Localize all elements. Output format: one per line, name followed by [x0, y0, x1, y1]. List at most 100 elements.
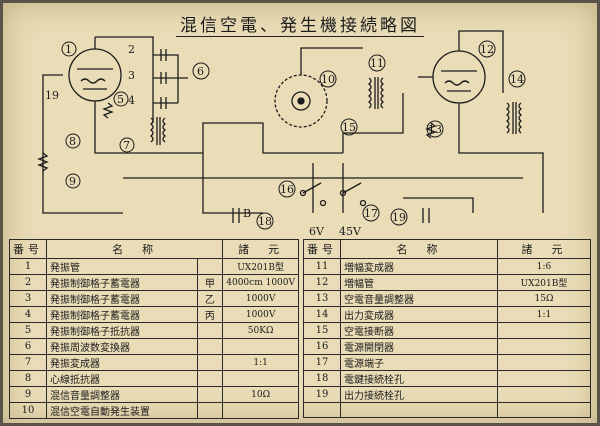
svg-text:19: 19	[45, 89, 59, 102]
part-name: 電鍵接続栓孔	[340, 370, 498, 387]
part-variant: 乙	[196, 290, 224, 307]
part-spec	[497, 354, 591, 371]
part-spec: UX201B型	[497, 274, 591, 291]
part-name: 発振管	[46, 258, 198, 275]
header-number-left: 番号	[9, 239, 47, 259]
svg-text:1: 1	[65, 43, 72, 56]
part-variant	[196, 338, 224, 355]
transformer-7	[149, 117, 167, 145]
resistor-5	[102, 102, 114, 119]
part-variant	[196, 370, 224, 387]
part-name: 電源開閉器	[340, 338, 498, 355]
part-spec: 1000V	[222, 290, 299, 307]
part-name: 出力接続栓孔	[340, 386, 498, 403]
row-number: 3	[9, 290, 47, 307]
svg-text:5: 5	[117, 93, 124, 106]
part-variant	[196, 322, 224, 339]
row-number: 11	[303, 258, 341, 275]
part-spec	[497, 386, 591, 403]
header-spec-right: 諸 元	[497, 239, 591, 259]
jack-18	[232, 208, 240, 223]
row-number: 10	[9, 402, 47, 419]
part-spec	[222, 370, 299, 387]
row-number: 8	[9, 370, 47, 387]
part-variant	[196, 386, 224, 403]
rotary-generator-10	[274, 65, 328, 128]
part-name: 電源端子	[340, 354, 498, 371]
part-name: 混信音量調整器	[46, 386, 198, 403]
circuit-board-sheet: 混信空電、発生機接続略図	[3, 3, 597, 423]
component-number-labels: 1 2 3 4 5 6 7 8 9 10 11 12 13 14 15 16 1…	[45, 40, 526, 238]
part-spec: 10Ω	[222, 386, 299, 403]
svg-text:11: 11	[370, 57, 384, 70]
part-name: 空電音量調整器	[340, 290, 498, 307]
svg-text:8: 8	[69, 135, 76, 148]
amplifier-tube-12	[432, 39, 486, 104]
svg-text:13: 13	[428, 123, 442, 136]
row-number: 19	[303, 386, 341, 403]
part-spec	[497, 370, 591, 387]
svg-text:14: 14	[510, 73, 524, 86]
svg-text:7: 7	[123, 139, 130, 152]
part-spec: 1:1	[222, 354, 299, 371]
diagram-title: 混信空電、発生機接続略図	[3, 11, 597, 37]
part-name: 発振制御格子抵抗器	[46, 322, 198, 339]
svg-text:12: 12	[480, 43, 494, 56]
part-name: 発振周波数変換器	[46, 338, 198, 355]
svg-text:17: 17	[364, 207, 378, 220]
part-spec	[497, 322, 591, 339]
switch-17	[339, 182, 367, 207]
row-number: 12	[303, 274, 341, 291]
capacitors-2-3-4	[160, 49, 167, 109]
transformer-11	[367, 77, 385, 109]
diagram-title-text: 混信空電、発生機接続略図	[176, 16, 424, 37]
resistor-13	[425, 122, 437, 139]
svg-text:6: 6	[197, 65, 204, 78]
part-name: 空電接断器	[340, 322, 498, 339]
part-spec: 50KΩ	[222, 322, 299, 339]
row-number: 4	[9, 306, 47, 323]
part-name: 心線抵抗器	[46, 370, 198, 387]
svg-text:15: 15	[342, 121, 356, 134]
part-spec	[497, 338, 591, 355]
part-name: 発振変成器	[46, 354, 198, 371]
table-row-empty	[303, 402, 591, 418]
row-number: 1	[9, 258, 47, 275]
part-name: 発振制御格子蓄電器	[46, 306, 198, 323]
jack-19	[422, 208, 430, 223]
part-spec: 1000V	[222, 306, 299, 323]
part-variant	[196, 258, 224, 275]
part-name: 混信空電自動発生装置	[46, 402, 198, 419]
svg-text:3: 3	[128, 69, 135, 82]
oscillator-tube-1	[68, 37, 122, 102]
switch-16	[299, 182, 327, 207]
row-number: 13	[303, 290, 341, 307]
part-spec: 1:6	[497, 258, 591, 275]
resistor-8	[37, 152, 49, 172]
empty-cell	[497, 402, 591, 418]
row-number: 17	[303, 354, 341, 371]
row-number: 9	[9, 386, 47, 403]
row-number: 18	[303, 370, 341, 387]
transformer-14	[505, 102, 523, 134]
svg-text:2: 2	[128, 43, 135, 56]
part-name: 出力変成器	[340, 306, 498, 323]
part-spec	[222, 338, 299, 355]
